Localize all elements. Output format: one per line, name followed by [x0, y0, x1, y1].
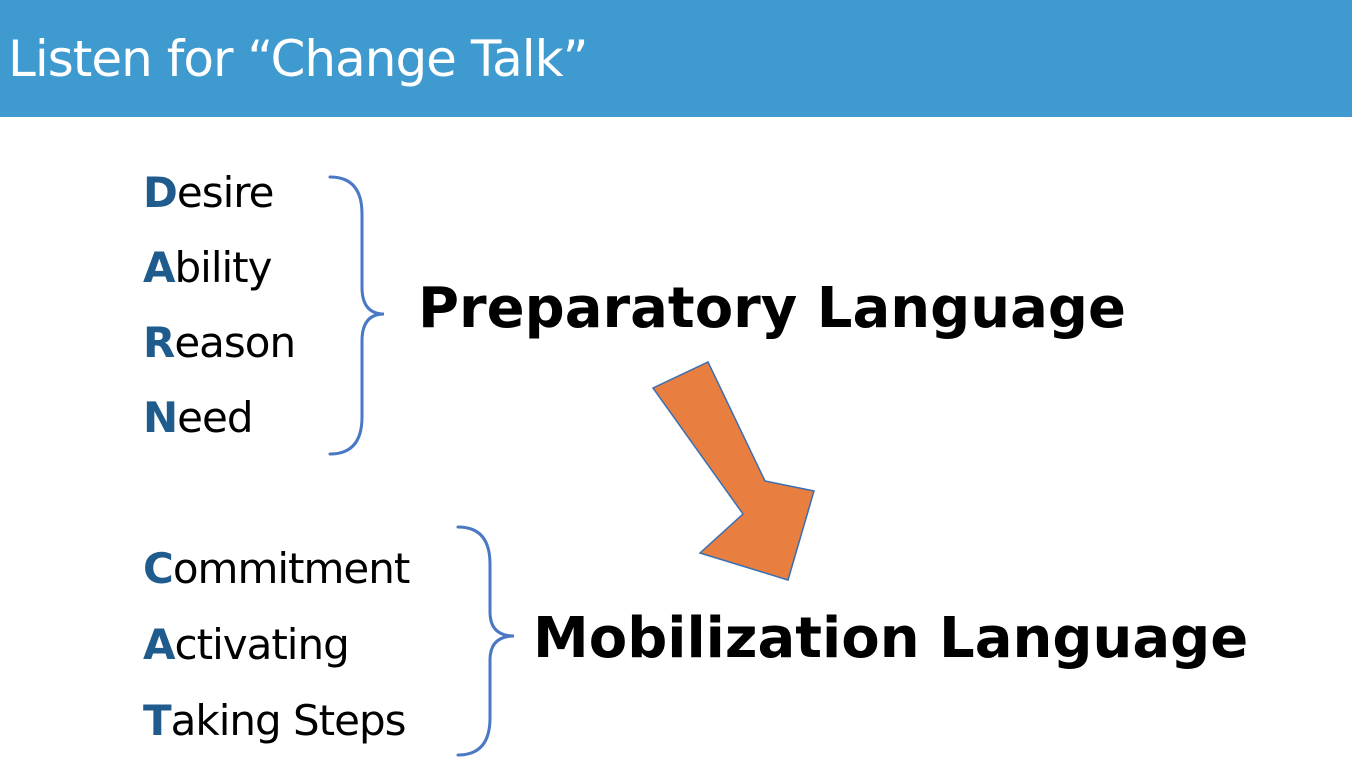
term-rest: eason	[174, 318, 296, 367]
term-rest: bility	[174, 243, 273, 292]
down-right-arrow-icon	[651, 361, 815, 581]
slide-title: Listen for “Change Talk”	[8, 30, 588, 88]
term-rest: aking Steps	[170, 696, 407, 745]
term-initial: D	[143, 168, 178, 217]
term-initial: R	[143, 318, 175, 367]
term-need: Need	[143, 393, 254, 443]
mobilization-language-label: Mobilization Language	[533, 606, 1249, 671]
term-initial: A	[143, 243, 176, 292]
term-reason: Reason	[143, 318, 296, 368]
term-ability: Ability	[143, 243, 273, 293]
term-initial: C	[143, 544, 174, 593]
term-rest: ommitment	[172, 544, 410, 593]
term-activating: Activating	[143, 620, 350, 670]
term-commitment: Commitment	[143, 544, 410, 594]
term-desire: Desire	[143, 168, 275, 218]
right-curly-brace-icon	[328, 175, 385, 456]
term-initial: N	[143, 393, 178, 442]
term-taking-steps: Taking Steps	[143, 696, 407, 746]
title-bar: Listen for “Change Talk”	[0, 0, 1352, 117]
term-initial: A	[143, 620, 176, 669]
term-rest: ctivating	[174, 620, 350, 669]
term-initial: T	[143, 696, 172, 745]
term-rest: esire	[176, 168, 275, 217]
term-rest: eed	[177, 393, 253, 442]
preparatory-language-label: Preparatory Language	[418, 276, 1126, 341]
right-curly-brace-icon	[456, 525, 515, 757]
